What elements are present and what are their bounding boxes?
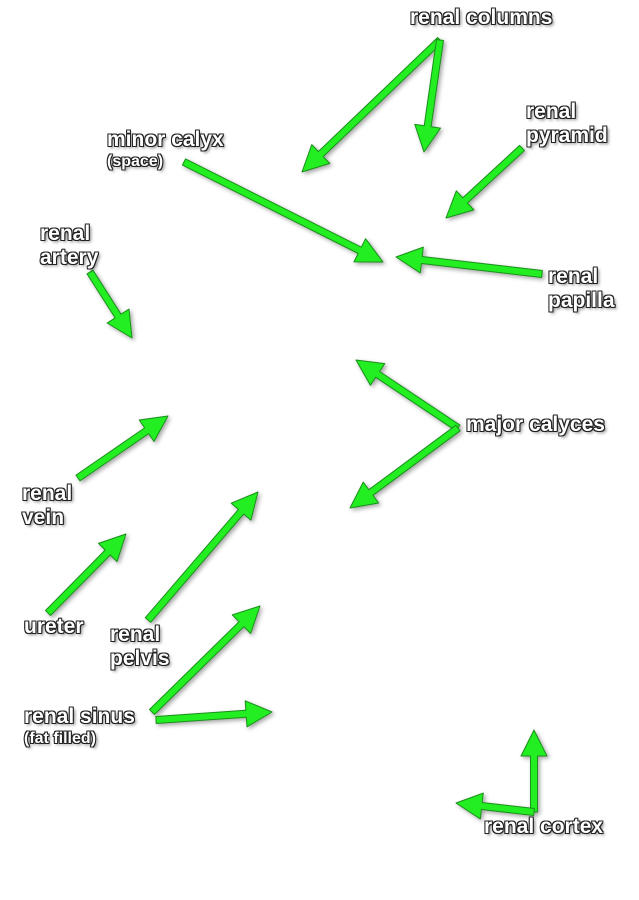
arrow-major-calyces-lower-arrow-icon — [349, 424, 461, 509]
arrow-renal-cortex-up-arrow-icon — [520, 729, 548, 813]
label-renal-pelvis: renal pelvis — [110, 623, 170, 671]
label-text: renal columns — [410, 6, 553, 29]
arrow-renal-sinus-right-arrow-icon — [155, 700, 273, 728]
label-major-calyces: major calyces — [466, 413, 605, 437]
label-text: renal — [40, 222, 91, 245]
label-text: renal cortex — [484, 815, 604, 838]
label-renal-columns: renal columns — [410, 6, 552, 30]
arrow-renal-papilla-arrow-icon — [395, 246, 543, 278]
label-text: renal — [22, 482, 73, 505]
label-renal-vein: renal vein — [22, 482, 72, 530]
label-text: artery — [40, 246, 99, 269]
arrow-renal-sinus-upper-arrow-icon — [149, 605, 261, 715]
arrow-minor-calyx-arrow-icon — [181, 158, 384, 263]
label-text: papilla — [548, 289, 615, 312]
label-text: vein — [22, 506, 65, 529]
arrow-renal-columns-right-arrow-icon — [414, 39, 444, 153]
label-text: minor calyx — [107, 128, 224, 151]
arrow-major-calyces-upper-arrow-icon — [355, 359, 461, 432]
arrow-renal-cortex-left-arrow-icon — [455, 792, 535, 820]
label-subtext: (space) — [107, 153, 164, 170]
arrow-renal-artery-arrow-icon — [86, 269, 133, 339]
label-subtext: (fat filled) — [24, 730, 96, 747]
label-text: renal sinus — [24, 705, 135, 728]
label-text: renal — [110, 623, 161, 646]
arrow-renal-vein-arrow-icon — [75, 415, 169, 482]
label-text: pelvis — [110, 647, 170, 670]
label-renal-artery: renal artery — [40, 222, 98, 270]
label-text: ureter — [24, 615, 84, 638]
arrow-ureter-arrow-icon — [45, 533, 127, 616]
arrow-renal-pelvis-arrow-icon — [144, 491, 259, 623]
label-ureter: ureter — [24, 615, 84, 639]
arrow-renal-pyramid-arrow-icon — [445, 144, 525, 219]
label-renal-pyramid: renal pyramid — [526, 100, 608, 148]
label-text: renal — [526, 100, 577, 123]
label-renal-sinus: renal sinus (fat filled) — [24, 705, 135, 749]
label-renal-cortex: renal cortex — [484, 815, 603, 839]
label-minor-calyx: minor calyx (space) — [107, 128, 224, 172]
label-text: major calyces — [466, 413, 605, 436]
label-renal-papilla: renal papilla — [548, 265, 615, 313]
label-text: renal — [548, 265, 599, 288]
label-text: pyramid — [526, 124, 608, 147]
arrow-renal-columns-left-arrow-icon — [301, 37, 443, 173]
